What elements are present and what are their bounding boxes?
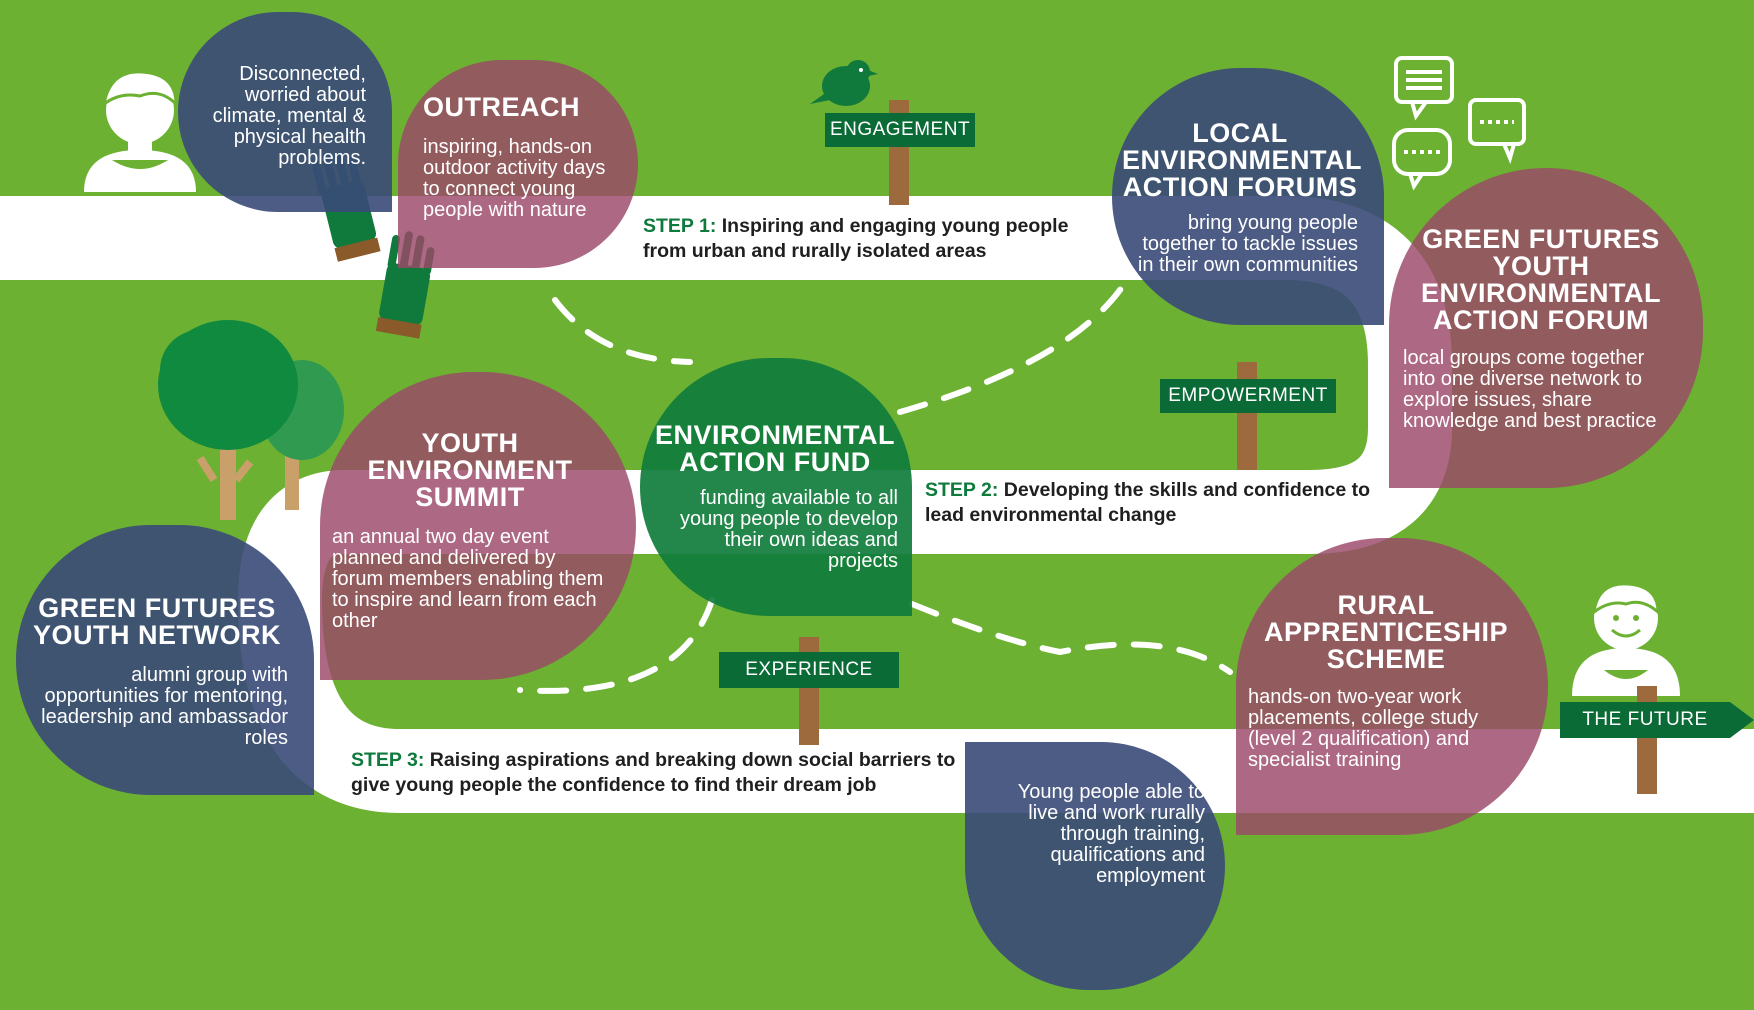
future-arrow-icon xyxy=(1560,702,1754,738)
apprenticeship-title: RURAL APPRENTICESHIP SCHEME xyxy=(1263,590,1509,674)
dash-fund-to-summit xyxy=(517,597,715,694)
network-bubble: GREEN FUTURES YOUTH NETWORK alumni group… xyxy=(16,525,314,795)
step-3-label: STEP 3: xyxy=(351,749,425,771)
person-icon xyxy=(84,70,196,192)
step-2-text: STEP 2: Developing the skills and confid… xyxy=(925,478,1385,528)
step-1-label: STEP 1: xyxy=(643,215,717,237)
local-forums-body: bring young people together to tackle is… xyxy=(1137,212,1358,276)
step-3-description: Raising aspirations and breaking down so… xyxy=(351,749,956,796)
outreach-title: OUTREACH xyxy=(423,92,580,122)
network-title: GREEN FUTURES YOUTH NETWORK xyxy=(33,593,281,650)
step-2-label: STEP 2: xyxy=(925,479,999,501)
youth-forum-title: GREEN FUTURES YOUTH ENVIRONMENTAL ACTION… xyxy=(1421,224,1661,335)
outreach-body: inspiring, hands-on outdoor activity day… xyxy=(423,136,606,221)
happy-person-icon xyxy=(1572,582,1680,696)
action-fund-bubble: ENVIRONMENTAL ACTION FUND funding availa… xyxy=(640,358,912,616)
step-1-text: STEP 1: Inspiring and engaging young peo… xyxy=(643,214,1103,264)
dash-fund-to-apprentice xyxy=(909,601,1233,675)
dash-fund-to-forums xyxy=(897,272,1133,415)
youth-forum-bubble: GREEN FUTURES YOUTH ENVIRONMENTAL ACTION… xyxy=(1389,168,1703,488)
summit-bubble: YOUTH ENVIRONMENT SUMMIT an annual two d… xyxy=(320,372,636,680)
start-problem-text: Disconnected, worried about climate, men… xyxy=(212,63,366,169)
apprenticeship-body: hands-on two-year work placements, colle… xyxy=(1248,686,1479,771)
outreach-bubble: OUTREACH inspiring, hands-on outdoor act… xyxy=(398,60,638,268)
step-2-description: Developing the skills and confidence to … xyxy=(925,479,1370,526)
apprenticeship-bubble: RURAL APPRENTICESHIP SCHEME hands-on two… xyxy=(1236,538,1548,835)
experience-sign: EXPERIENCE xyxy=(719,652,899,688)
action-fund-title: ENVIRONMENTAL ACTION FUND xyxy=(655,420,895,477)
engagement-sign: ENGAGEMENT xyxy=(825,113,975,147)
future-sign-label: THE FUTURE xyxy=(1582,709,1708,730)
start-problem-bubble: Disconnected, worried about climate, men… xyxy=(178,12,392,212)
action-fund-body: funding available to all young people to… xyxy=(680,487,898,572)
future-sign: THE FUTURE xyxy=(1560,702,1754,738)
summit-body: an annual two day event planned and deli… xyxy=(332,526,604,632)
dash-outreach-to-fund xyxy=(552,297,693,365)
outcome-text: Young people able to live and work rural… xyxy=(1017,781,1205,887)
bird-icon xyxy=(810,60,878,106)
step-3-text: STEP 3: Raising aspirations and breaking… xyxy=(351,748,981,798)
summit-title: YOUTH ENVIRONMENT SUMMIT xyxy=(367,428,573,512)
local-forums-bubble: LOCAL ENVIRONMENTAL ACTION FORUMS bring … xyxy=(1112,68,1384,325)
local-forums-title: LOCAL ENVIRONMENTAL ACTION FORUMS xyxy=(1122,118,1362,202)
step-1-description: Inspiring and engaging young people from… xyxy=(643,215,1069,262)
speech-bubbles-icon xyxy=(1392,56,1526,191)
outcome-bubble: Young people able to live and work rural… xyxy=(965,742,1225,990)
trees-icon xyxy=(158,320,344,520)
network-body: alumni group with opportunities for ment… xyxy=(41,664,288,749)
empowerment-sign: EMPOWERMENT xyxy=(1160,379,1336,413)
youth-forum-body: local groups come together into one dive… xyxy=(1403,347,1657,432)
dashed-connectors xyxy=(517,272,1233,694)
